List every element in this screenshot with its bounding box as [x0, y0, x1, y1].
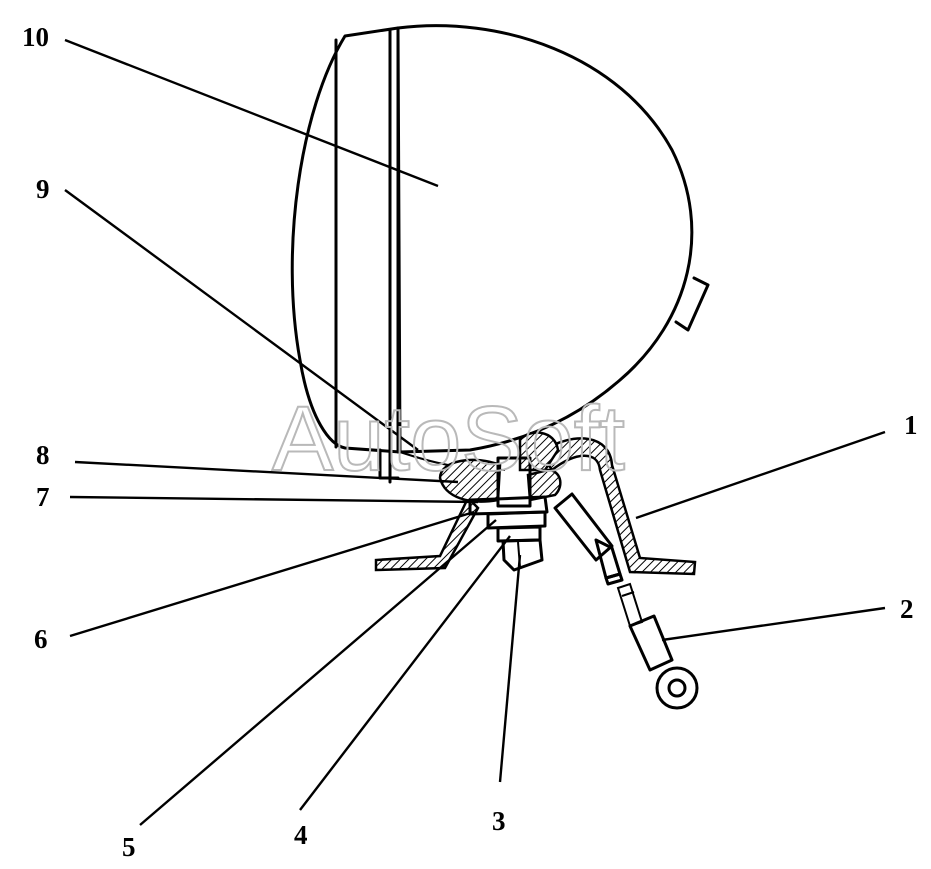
- callout-10: 10: [22, 22, 49, 52]
- callout-2: 2: [900, 594, 914, 624]
- callout-4: 4: [294, 820, 308, 850]
- leader-9: [64, 189, 419, 451]
- leader-lines: [64, 38, 886, 826]
- mounting-bracket: [374, 437, 697, 576]
- leader-5: [139, 519, 497, 826]
- callout-1: 1: [904, 410, 918, 440]
- callout-6: 6: [34, 624, 48, 654]
- callout-8: 8: [36, 440, 50, 470]
- leader-1: [635, 430, 886, 520]
- ball-joint: [438, 431, 562, 572]
- leader-10: [64, 38, 439, 188]
- wire-with-terminal: [553, 492, 699, 710]
- callout-7: 7: [36, 482, 50, 512]
- callout-labels: 10 9 8 7 6 5 4 3 1 2: [22, 22, 918, 862]
- callout-3: 3: [492, 806, 506, 836]
- leader-2: [661, 606, 886, 642]
- leader-3: [498, 554, 522, 783]
- callout-5: 5: [122, 832, 136, 862]
- headlamp-housing: [290, 24, 710, 484]
- callout-9: 9: [36, 174, 50, 204]
- leader-4: [299, 535, 511, 811]
- leader-6: [69, 510, 475, 638]
- leader-8: [74, 460, 459, 484]
- leader-7: [69, 495, 479, 504]
- watermark-text: AutoSoft: [272, 388, 625, 490]
